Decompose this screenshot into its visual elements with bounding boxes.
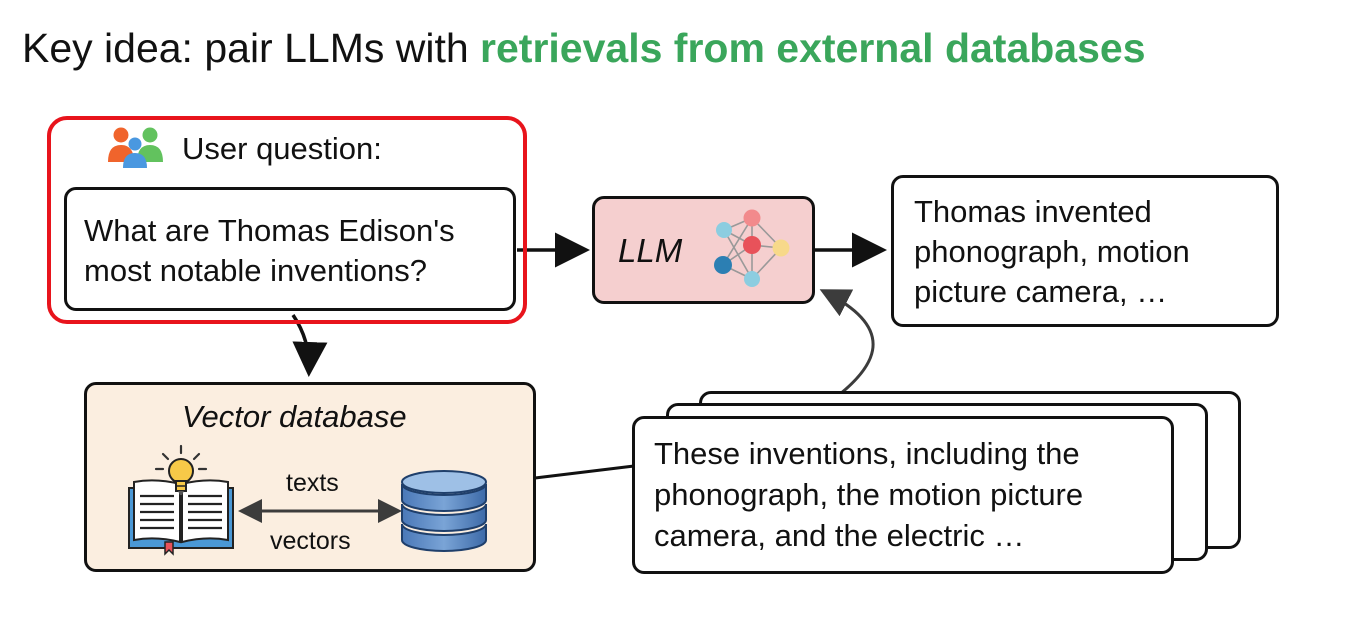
arrow-question-to-database bbox=[291, 314, 328, 377]
question-line-1: What are Thomas Edison's bbox=[84, 213, 455, 248]
book-lightbulb-icon bbox=[128, 444, 234, 556]
answer-line-1: Thomas invented bbox=[914, 194, 1152, 229]
retrieved-line-1: These inventions, including the bbox=[654, 436, 1080, 471]
vectors-label: vectors bbox=[270, 527, 351, 555]
title-prefix: Key idea: pair LLMs with bbox=[22, 25, 481, 71]
answer-box bbox=[891, 175, 1279, 327]
title-highlight: retrievals from external databases bbox=[480, 25, 1146, 71]
question-box bbox=[64, 187, 516, 311]
llm-label: LLM bbox=[618, 232, 683, 269]
retrieved-line-2: phonograph, the motion picture bbox=[654, 477, 1084, 512]
database-icon bbox=[401, 470, 487, 552]
answer-line-3: picture camera, … bbox=[914, 274, 1168, 309]
connector-database-to-documents bbox=[534, 464, 635, 480]
neural-network-icon bbox=[714, 209, 790, 287]
question-line-2: most notable inventions? bbox=[84, 253, 427, 288]
texts-vectors-arrow bbox=[238, 499, 402, 523]
users-icon bbox=[108, 127, 163, 168]
retrieved-line-3: camera, and the electric … bbox=[654, 518, 1025, 553]
user-question-frame bbox=[47, 116, 527, 324]
texts-label: texts bbox=[286, 469, 339, 497]
answer-line-2: phonograph, motion bbox=[914, 234, 1190, 269]
retrieved-document-box bbox=[632, 416, 1174, 574]
user-question-label: User question: bbox=[182, 131, 382, 166]
vector-database-title: Vector database bbox=[182, 399, 407, 434]
slide-title: Key idea: pair LLMs with retrievals from… bbox=[22, 24, 1146, 72]
